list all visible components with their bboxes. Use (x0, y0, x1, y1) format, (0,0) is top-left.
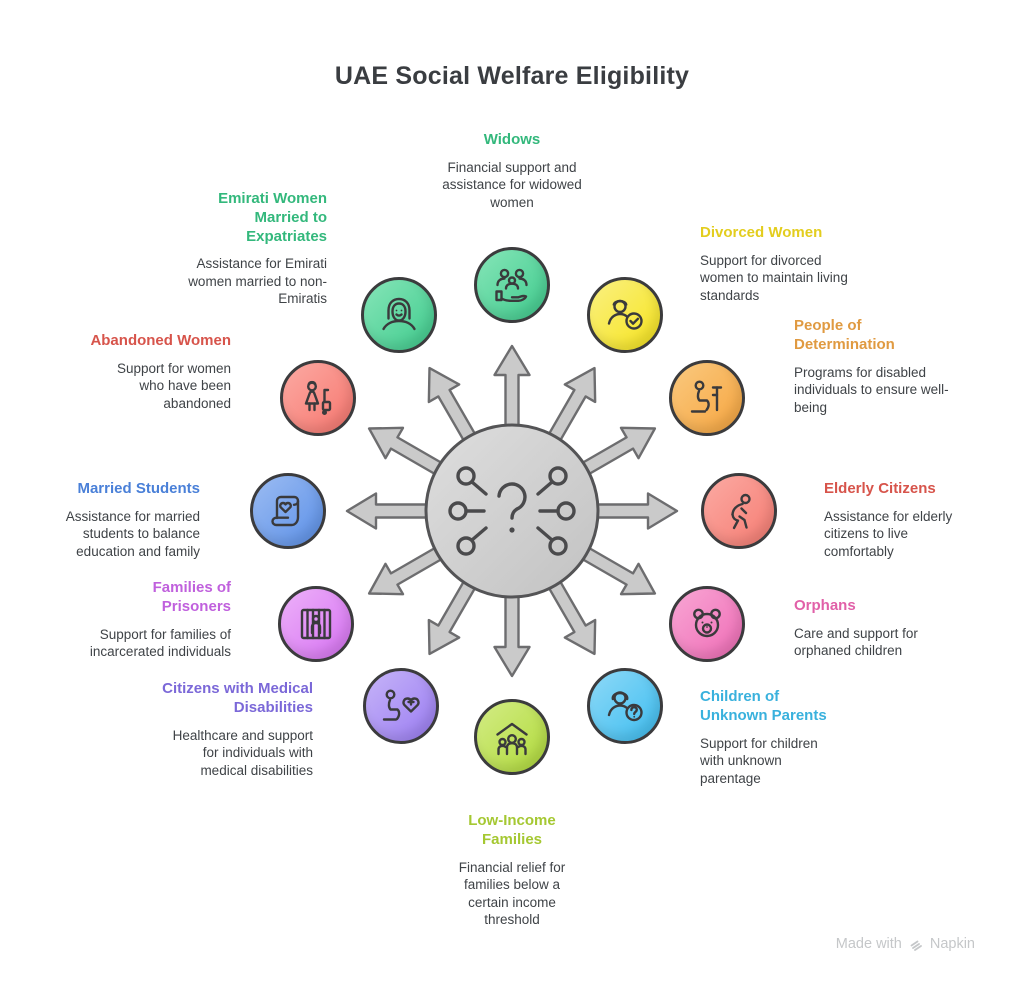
person-behind-bars-icon (300, 608, 332, 640)
spoke-title-citizens-with-medical-disabilities: Citizens with Medical Disabilities (162, 680, 313, 716)
spoke-title-emirati-women-married-to-expatriates: Emirati Women Married to Expatriates (218, 190, 327, 245)
spoke-title-low-income-families: Low-Income Families (468, 812, 556, 848)
spoke-desc-emirati-women-married-to-expatriates: Assistance for Emirati women married to … (188, 256, 327, 307)
teddy-bear-icon (693, 608, 721, 638)
spoke-title-divorced-women: Divorced Women (700, 224, 823, 241)
woman-with-luggage-icon (304, 380, 332, 416)
seated-person-medical-heart-icon (382, 689, 420, 721)
center-hub (424, 423, 600, 599)
hub-and-arrows (345, 344, 679, 678)
married-students-bubble (250, 473, 326, 549)
watermark: Made with Napkin (836, 936, 975, 952)
woman-in-hijab-icon (382, 297, 416, 331)
napkin-logo-icon (910, 940, 922, 951)
watermark-prefix: Made with (835, 936, 902, 952)
spoke-desc-orphans: Care and support for orphaned children (794, 625, 918, 659)
page-title: UAE Social Welfare Eligibility (334, 62, 690, 90)
woman-with-question-mark-icon (607, 691, 643, 722)
elderly-walking-person-icon (731, 493, 751, 530)
citizens-with-medical-disabilities-bubble (363, 668, 439, 744)
person-with-crutch-icon (690, 380, 723, 413)
family-in-hand-icon (495, 268, 528, 302)
spoke-title-elderly-citizens: Elderly Citizens (824, 480, 936, 497)
question-network-icon (448, 466, 576, 556)
orphans-bubble (669, 586, 745, 662)
spoke-desc-abandoned-women: Support for women who have been abandone… (116, 360, 231, 411)
spoke-desc-families-of-prisoners: Support for families of incarcerated ind… (89, 626, 231, 660)
spoke-desc-children-of-unknown-parents: Support for children with unknown parent… (700, 735, 818, 786)
spoke-desc-elderly-citizens: Assistance for elderly citizens to live … (824, 508, 953, 559)
spoke-desc-divorced-women: Support for divorced women to maintain l… (700, 252, 848, 303)
spoke-title-married-students: Married Students (77, 480, 200, 497)
spoke-desc-low-income-families: Financial relief for families below a ce… (458, 859, 566, 928)
spoke-desc-widows: Financial support and assistance for wid… (442, 159, 582, 210)
elderly-citizens-bubble (701, 473, 777, 549)
spoke-title-people-of-determination: People of Determination (794, 317, 895, 353)
woman-with-check-icon (607, 299, 643, 330)
people-of-determination-bubble (669, 360, 745, 436)
spoke-desc-citizens-with-medical-disabilities: Healthcare and support for individuals w… (172, 727, 313, 778)
spoke-title-widows: Widows (483, 131, 541, 148)
scroll-with-heart-icon (271, 495, 300, 527)
families-of-prisoners-bubble (278, 586, 354, 662)
spoke-title-children-of-unknown-parents: Children of Unknown Parents (700, 688, 827, 724)
emirati-women-bubble (361, 277, 437, 353)
spoke-desc-married-students: Assistance for married students to balan… (65, 508, 200, 559)
spoke-title-families-of-prisoners: Families of Prisoners (152, 579, 231, 615)
family-under-roof-icon (496, 722, 528, 756)
spoke-desc-people-of-determination: Programs for disabled individuals to ens… (794, 364, 949, 415)
children-of-unknown-parents-bubble (587, 668, 663, 744)
divorced-women-bubble (587, 277, 663, 353)
watermark-brand: Napkin (929, 936, 975, 952)
spoke-title-abandoned-women: Abandoned Women (90, 332, 231, 349)
spoke-title-orphans: Orphans (794, 597, 856, 614)
widows-bubble (474, 247, 550, 323)
low-income-families-bubble (474, 699, 550, 775)
abandoned-women-bubble (280, 360, 356, 436)
